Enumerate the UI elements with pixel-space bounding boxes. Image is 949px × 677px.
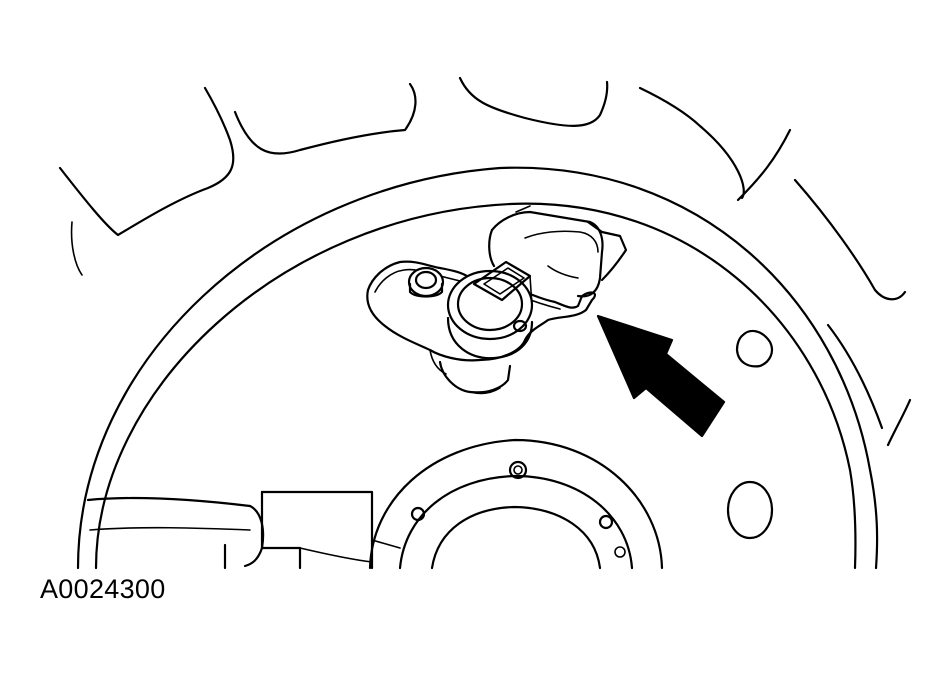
flywheel-teeth	[58, 76, 912, 447]
indicator-arrow	[596, 314, 726, 438]
figure-id-label: A0024300	[40, 574, 166, 604]
flywheel-ring	[76, 166, 879, 570]
flywheel-holes	[726, 329, 774, 540]
engine-block	[86, 490, 401, 570]
crankshaft-position-sensor	[366, 205, 628, 395]
center-hub	[368, 438, 664, 570]
